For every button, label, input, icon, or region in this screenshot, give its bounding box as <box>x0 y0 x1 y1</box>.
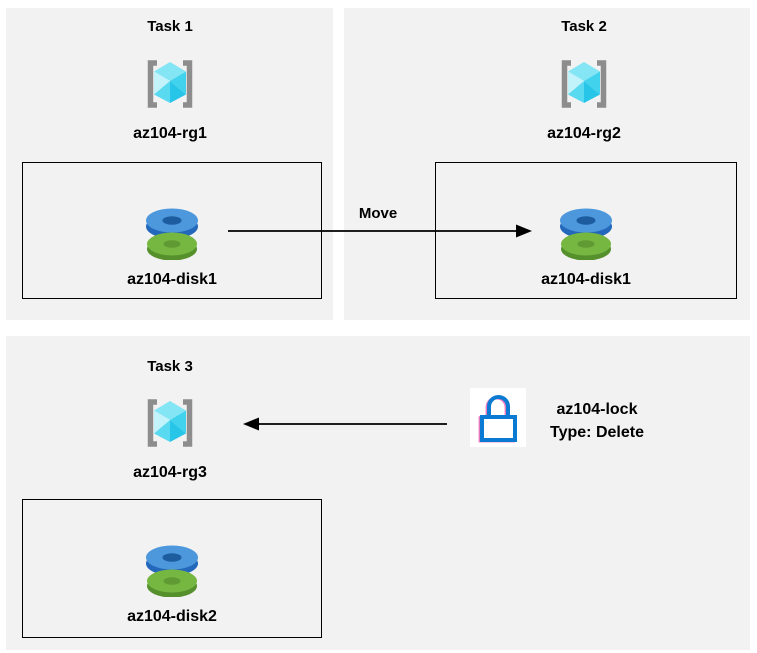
resource-group-icon <box>141 55 199 113</box>
lock-icon <box>470 388 526 447</box>
move-arrow-label: Move <box>358 205 398 222</box>
disk1-label: az104-disk1 <box>127 271 217 288</box>
disk-icon <box>142 202 202 260</box>
resource-group-icon <box>555 55 613 113</box>
rg3-label: az104-rg3 <box>133 464 207 481</box>
disk1-box: az104-disk1 <box>22 162 322 299</box>
panel-task1: Task 1 az104-rg1 az104-disk1 <box>6 8 333 320</box>
disk2-label: az104-disk2 <box>127 608 217 625</box>
task3-title: Task 3 <box>147 358 193 375</box>
disk1-moved-box: az104-disk1 <box>435 162 737 299</box>
task2-title: Task 2 <box>561 18 607 35</box>
disk1-moved-label: az104-disk1 <box>541 271 631 288</box>
lock-type-label: Type: Delete <box>550 424 644 441</box>
resource-group-icon <box>141 394 199 452</box>
rg2-label: az104-rg2 <box>547 125 621 142</box>
disk-icon <box>556 202 616 260</box>
panel-task2: Task 2 az104-rg2 az104-disk1 <box>344 8 750 320</box>
task1-title: Task 1 <box>147 18 193 35</box>
lock-label-group: az104-lock Type: Delete <box>550 398 644 444</box>
lock-name-label: az104-lock <box>556 401 638 418</box>
rg1-label: az104-rg1 <box>133 125 207 142</box>
disk2-box: az104-disk2 <box>22 499 322 638</box>
panel-task3: Task 3 az104-rg3 az104-disk2 <box>6 336 750 650</box>
disk-icon <box>142 539 202 597</box>
